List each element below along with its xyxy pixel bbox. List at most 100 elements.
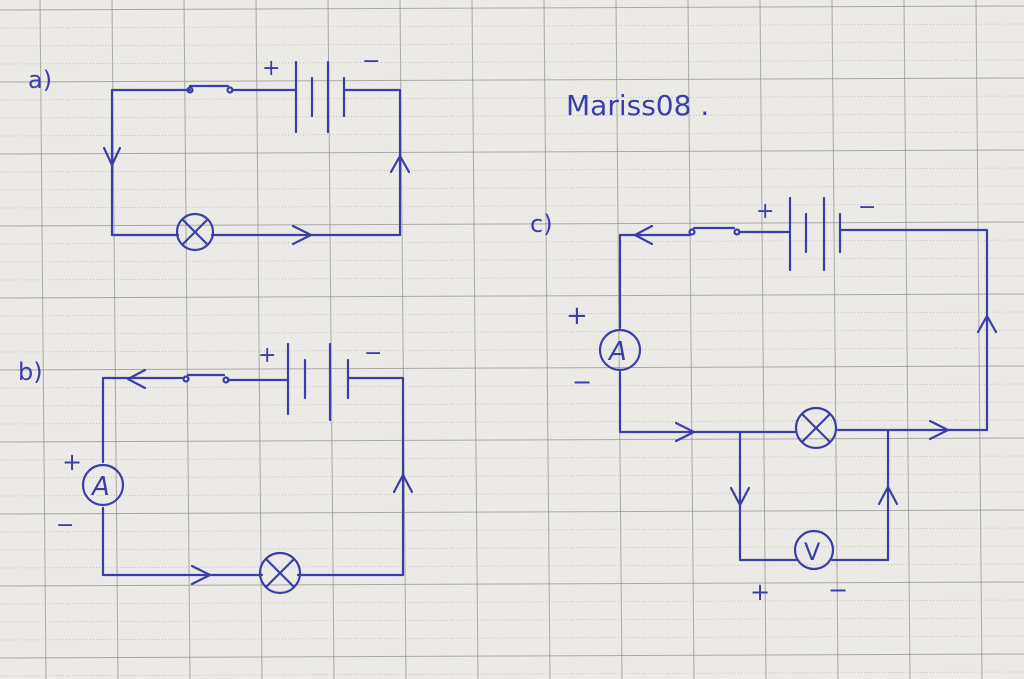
grid-line [0, 581, 1024, 587]
wire [836, 228, 989, 432]
grid-line [0, 455, 1024, 461]
grid-line [687, 0, 695, 679]
ammeter-label: A [607, 337, 627, 367]
ammeter-icon: A [81, 463, 125, 507]
arrow-icon [633, 224, 654, 246]
battery-minus-label: − [858, 195, 876, 220]
grid-line [0, 275, 1024, 281]
grid-line [0, 347, 1024, 353]
ammeter-icon: A [598, 328, 642, 372]
grid-line [0, 329, 1024, 335]
wire [830, 428, 890, 562]
voltmeter-plus-label: + [750, 578, 770, 606]
grid-line [0, 41, 1024, 47]
grid-line [0, 527, 1024, 533]
battery-minus-label: − [362, 49, 380, 74]
grid-line [0, 635, 1024, 641]
lamp-icon [175, 212, 215, 252]
arrow-icon [729, 486, 751, 507]
arrow-icon [392, 473, 414, 494]
grid-line [0, 473, 1024, 479]
grid-line [39, 0, 47, 679]
grid-line [903, 0, 911, 679]
wire [110, 88, 180, 237]
grid-line [831, 0, 839, 679]
grid-line [0, 149, 1024, 155]
arrow-icon [674, 421, 696, 443]
arrow-icon [976, 314, 998, 334]
wire [618, 370, 797, 434]
circuit-c: c) + − A + − [530, 195, 998, 606]
battery-icon [788, 196, 842, 272]
lamp-icon [258, 551, 302, 595]
grid-line [0, 293, 1024, 299]
grid-line [183, 0, 191, 679]
grid-line [0, 491, 1024, 497]
grid-line [0, 59, 1024, 65]
lamp-icon [794, 406, 838, 450]
grid-line [0, 167, 1024, 173]
battery-plus-label: + [262, 56, 280, 81]
grid-line [0, 311, 1024, 317]
author-signature: Mariss08 . [566, 89, 709, 122]
voltmeter-icon: V [793, 529, 835, 571]
battery-plus-label: + [756, 199, 774, 224]
grid-line [759, 0, 767, 679]
circuit-label: b) [18, 358, 43, 386]
circuit-a: a) + − [28, 49, 411, 252]
battery-icon [286, 342, 354, 422]
grid-line [0, 653, 1024, 659]
grid-line [0, 239, 1024, 245]
grid-line [0, 365, 1024, 371]
circuit-label: a) [28, 66, 52, 94]
arrow-icon [190, 564, 212, 586]
arrow-icon [389, 154, 411, 174]
wire [210, 88, 402, 237]
arrow-icon [291, 224, 313, 246]
switch-icon [688, 226, 792, 236]
switch-icon [182, 373, 290, 384]
grid-line [0, 509, 1024, 515]
arrow-icon [928, 419, 950, 441]
wire [738, 430, 798, 562]
grid-line [0, 563, 1024, 569]
grid-line [0, 545, 1024, 551]
grid-line [0, 257, 1024, 263]
battery-minus-label: − [364, 341, 382, 366]
grid-line [0, 185, 1024, 191]
battery-icon [294, 60, 352, 134]
battery-plus-label: + [258, 343, 276, 368]
grid-line [0, 131, 1024, 137]
grid-line [0, 23, 1024, 29]
voltmeter-label: V [804, 538, 821, 566]
arrow-icon [126, 368, 147, 390]
grid-line [0, 437, 1024, 443]
arrow-icon [102, 146, 122, 167]
ammeter-label: A [90, 472, 110, 502]
grid-line [975, 0, 983, 679]
grid-line [0, 5, 1024, 11]
voltmeter-minus-label: − [828, 576, 848, 604]
ammeter-plus-label: + [62, 448, 82, 476]
grid-line [0, 383, 1024, 389]
grid-line [471, 0, 479, 679]
wire [101, 506, 264, 577]
ammeter-minus-label: − [572, 368, 592, 396]
arrow-icon [877, 485, 899, 506]
circuit-label: c) [530, 210, 553, 238]
ammeter-minus-label: − [56, 513, 74, 538]
grid-line [0, 617, 1024, 623]
grid-line [0, 401, 1024, 407]
grid-line [0, 221, 1024, 227]
grid-line [0, 113, 1024, 119]
grid-line [0, 599, 1024, 605]
switch-icon [186, 84, 298, 94]
grid-line [0, 671, 1024, 677]
grid-line [0, 77, 1024, 83]
circuit-b: b) + − A + − [18, 341, 414, 595]
ammeter-plus-label: + [566, 301, 588, 331]
grid-line [543, 0, 551, 679]
grid-line [0, 419, 1024, 425]
grid-line [0, 95, 1024, 101]
